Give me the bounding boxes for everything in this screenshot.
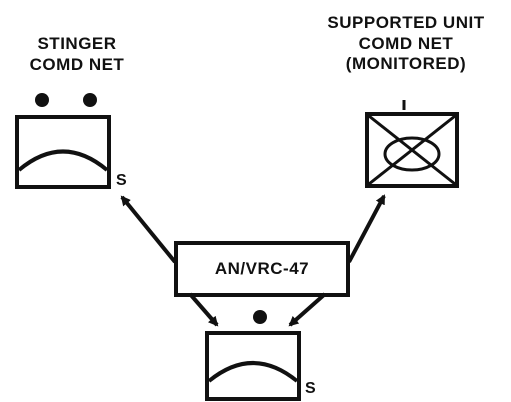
- stinger-label-line-1: STINGER: [37, 34, 117, 53]
- stinger-label-line-2: COMD NET: [29, 54, 125, 74]
- supported-cross-line-2: [368, 114, 456, 186]
- bottom-radio-dial: [207, 361, 299, 383]
- supported-unit-radio-icon: [365, 100, 459, 188]
- supported-unit-net-label: SUPPORTED UNIT COMD NET (MONITORED): [308, 13, 504, 75]
- supported-label-line-1: SUPPORTED UNIT: [327, 13, 485, 32]
- radio-set-label: AN/VRC-47: [214, 259, 310, 278]
- bottom-s-mark: S: [305, 380, 316, 397]
- arrow-to-bottom-right: [288, 292, 327, 327]
- stinger-radio-dial: [17, 149, 109, 172]
- bottom-indicator-dot: [253, 310, 267, 324]
- stinger-s-mark: S: [116, 172, 127, 189]
- bottom-radio-icon: [205, 310, 301, 401]
- radio-set-box: [174, 241, 350, 297]
- supported-label-line-2: COMD NET: [358, 33, 454, 53]
- stinger-net-label: STINGER COMD NET: [18, 34, 136, 75]
- supported-radio-dial: [383, 136, 441, 172]
- stinger-indicator-dot-2: [83, 93, 97, 107]
- arrow-to-supported-unit: [347, 194, 386, 263]
- arrow-to-stinger: [120, 195, 177, 264]
- stinger-indicator-dot-1: [35, 93, 49, 107]
- bottom-radio-box: [205, 331, 301, 401]
- stinger-radio-icon: [15, 93, 111, 189]
- arrow-to-bottom-left: [188, 292, 219, 327]
- supported-label-line-3: (MONITORED): [345, 54, 467, 74]
